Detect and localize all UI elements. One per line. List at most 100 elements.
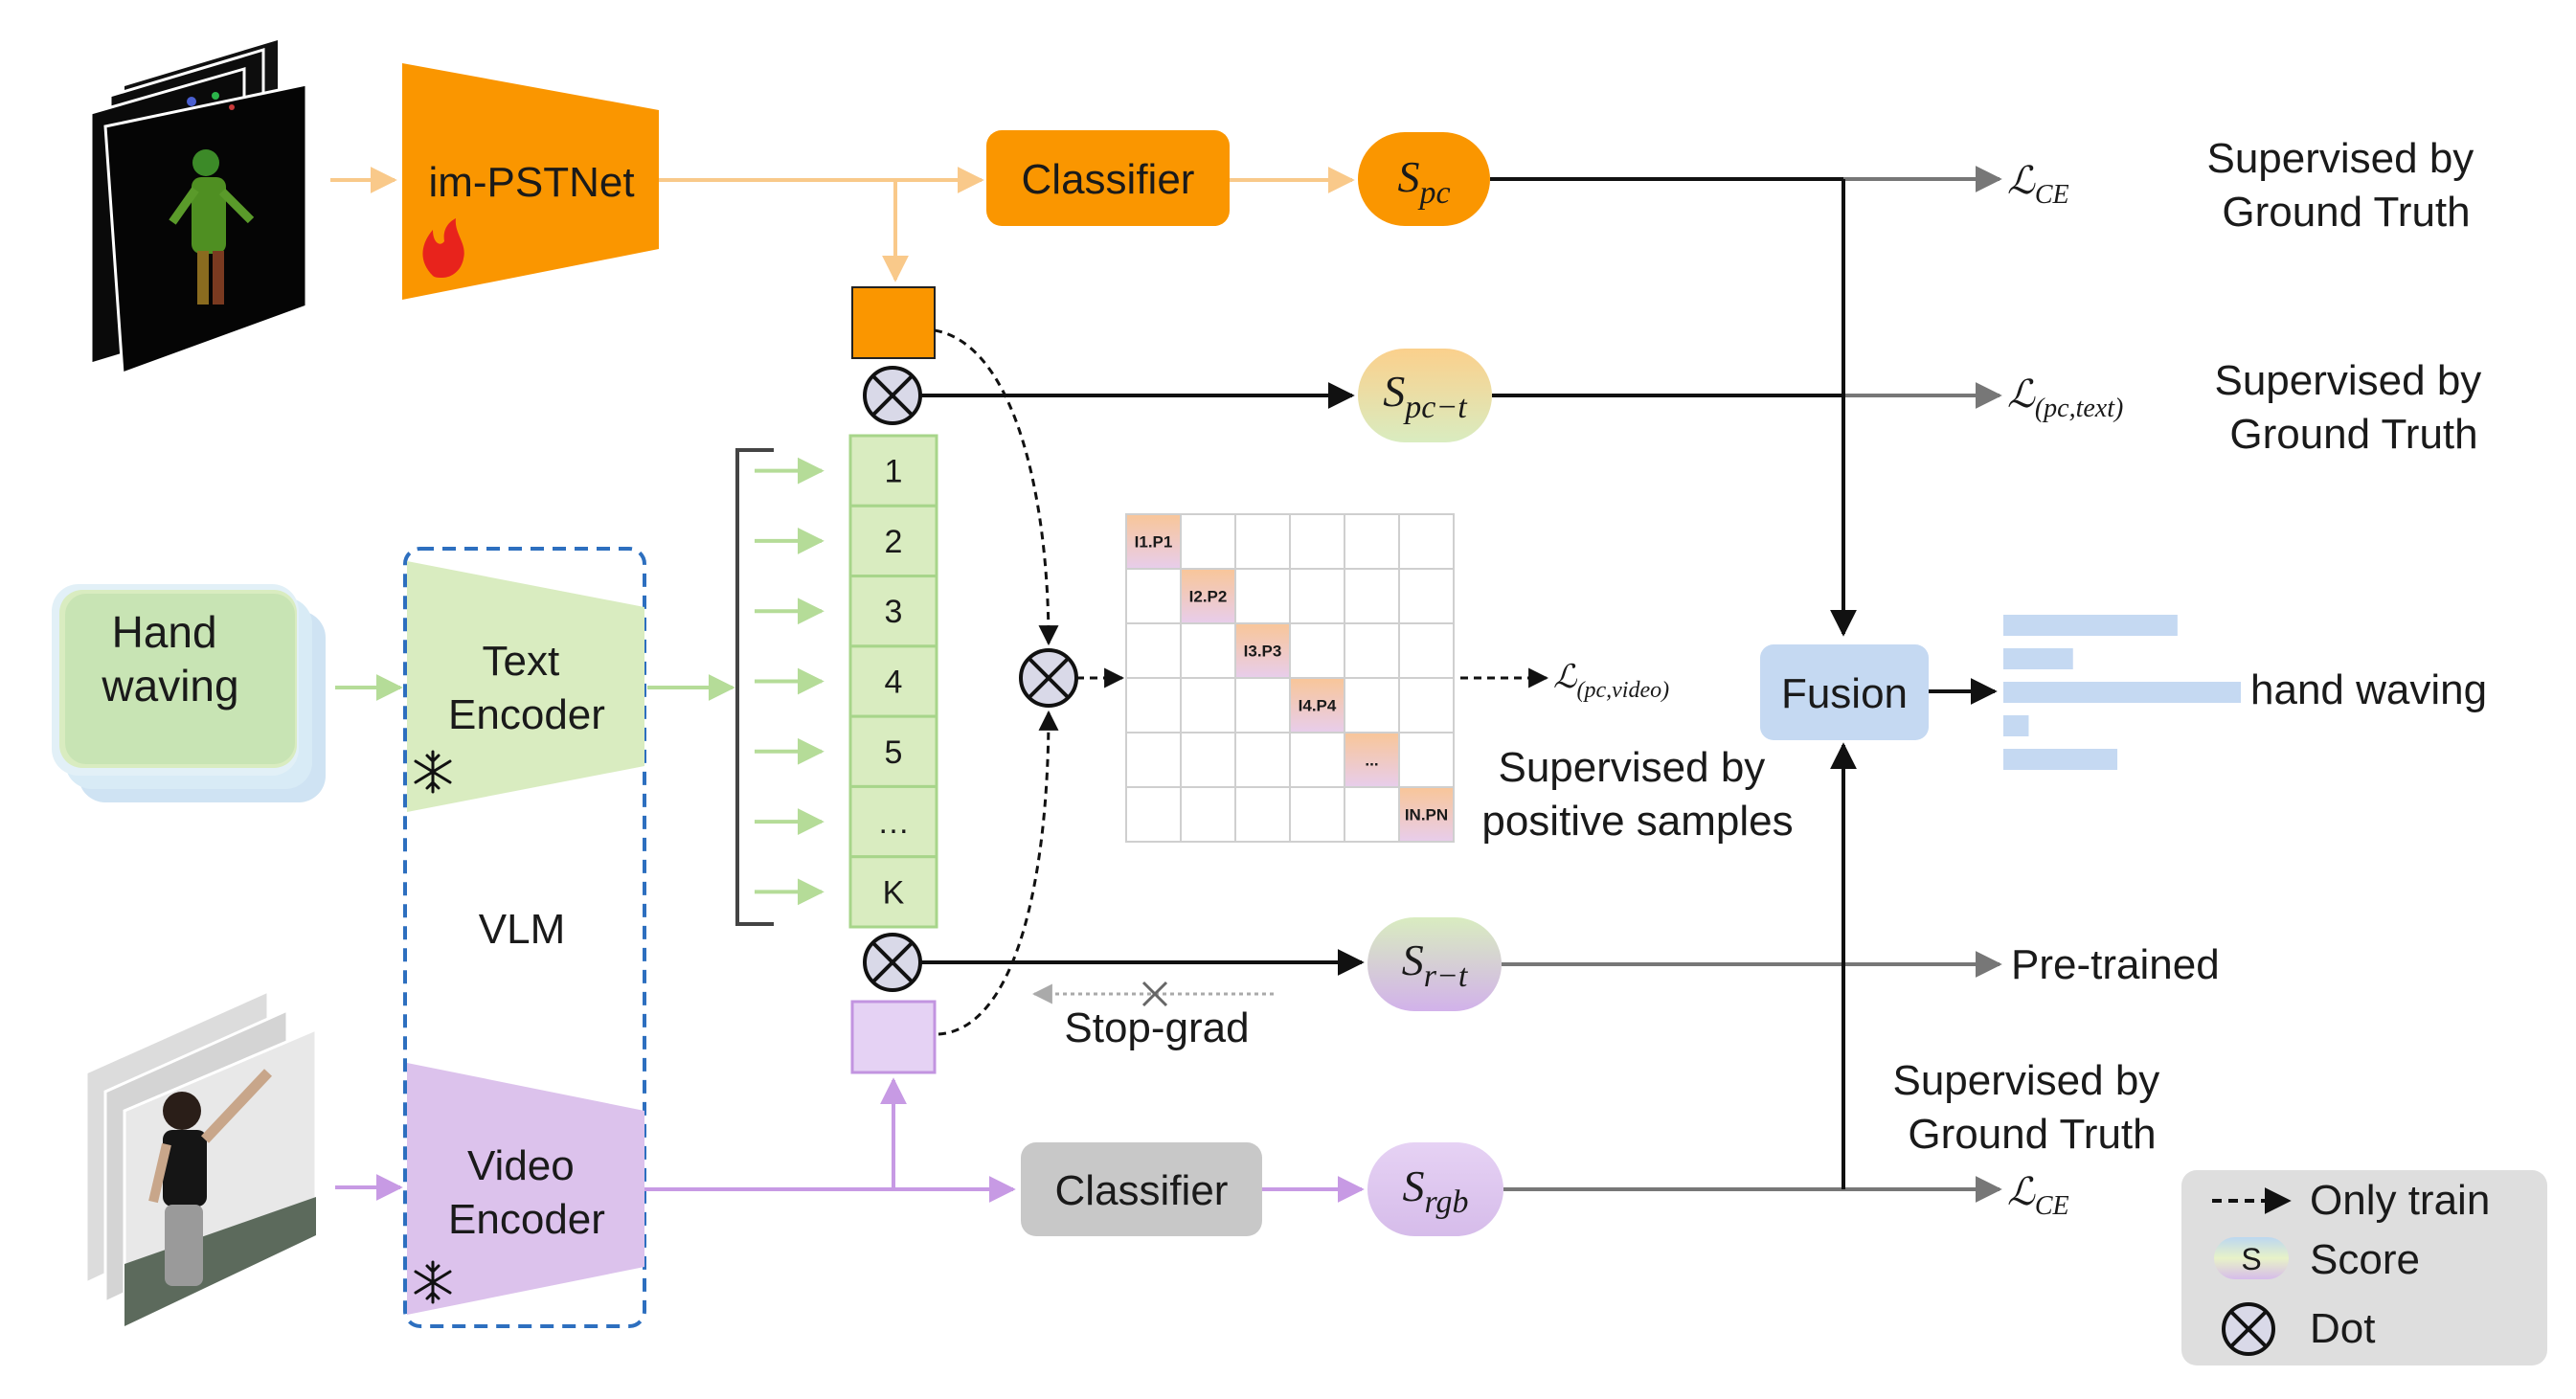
im-pstnet-encoder: im-PSTNet	[402, 63, 659, 300]
matrix-cell	[1398, 513, 1455, 570]
matrix-cell	[1289, 568, 1345, 624]
svg-text:I4.P4: I4.P4	[1299, 697, 1337, 715]
text-feature-arrows	[755, 457, 825, 906]
video-person	[148, 1069, 273, 1286]
pc-feature-box	[851, 286, 936, 359]
vlm-container: VLM	[403, 547, 646, 1328]
matrix-cell	[1234, 568, 1291, 624]
text-feature-cell: 4	[848, 644, 938, 718]
output-score-bars	[2003, 615, 2241, 770]
text-feature-label: 4	[885, 665, 903, 701]
matrix-cell	[1180, 786, 1236, 843]
text-feature-label: …	[877, 804, 910, 841]
output-bar	[2003, 615, 2178, 636]
output-bar	[2003, 682, 2241, 703]
text-feature-cell: 2	[848, 504, 938, 578]
matrix-diagonal-cell: I2.P2	[1182, 570, 1234, 622]
svg-text:...: ...	[1365, 752, 1378, 770]
score-s-r-t: Sr−t	[1367, 917, 1502, 1011]
matrix-diagonal-cell: I3.P3	[1236, 624, 1289, 677]
supervised-gt-1: Supervised by Ground Truth	[2206, 135, 2485, 236]
point-cloud-human	[169, 92, 255, 305]
text-feature-bracket	[735, 448, 774, 926]
matrix-cell	[1125, 786, 1182, 843]
point-cloud-input	[89, 40, 308, 376]
vlm-label: VLM	[479, 906, 565, 953]
rgb-classifier-label: Classifier	[1055, 1167, 1229, 1214]
stop-grad-cross-icon	[1141, 981, 1168, 1007]
matrix-cell	[1289, 513, 1345, 570]
loss-pc-video: ℒ(pc,video)	[1553, 658, 1669, 703]
svg-text:Score: Score	[2310, 1236, 2420, 1283]
matrix-cell	[1344, 568, 1400, 624]
matrix-cell	[1125, 622, 1182, 679]
legend-only-train: Only train	[2212, 1177, 2490, 1224]
matrix-cell	[1180, 732, 1236, 788]
fusion-block: Fusion	[1760, 644, 1929, 740]
text-feature-cell: …	[848, 784, 938, 859]
text-feature-label: 1	[885, 454, 903, 490]
video-feature-to-dot-dashed	[938, 710, 1059, 1036]
matrix-diagonal-cell: IN.PN	[1400, 788, 1453, 841]
rgb-classifier: Classifier	[1021, 1142, 1262, 1236]
matrix-cell	[1234, 677, 1291, 733]
matrix-cell	[1398, 732, 1455, 788]
matrix-cell	[1234, 732, 1291, 788]
pc-classifier-label: Classifier	[1022, 156, 1195, 203]
output-prediction: hand waving	[2250, 666, 2487, 713]
pc-classifier: Classifier	[986, 130, 1230, 226]
svg-text:I1.P1: I1.P1	[1135, 533, 1173, 552]
text-feature-cell: 1	[848, 434, 938, 508]
matrix-cell	[1289, 786, 1345, 843]
text-feature-label: 5	[885, 734, 903, 771]
dot-operator-pc-video	[1019, 648, 1078, 708]
text-feature-label: 3	[885, 594, 903, 630]
matrix-diagonal-cell: I4.P4	[1291, 679, 1344, 732]
loss-ce-bottom: ℒCE	[2007, 1170, 2069, 1221]
legend: Only train S Score Dot	[2181, 1170, 2547, 1365]
matrix-diagonal-cell: I1.P1	[1127, 515, 1180, 568]
output-bar	[2003, 715, 2029, 736]
svg-text:S: S	[2241, 1242, 2261, 1276]
video-input	[84, 988, 318, 1329]
matrix-cell	[1125, 677, 1182, 733]
loss-ce-top: ℒCE	[2007, 159, 2069, 210]
video-encoder-label: Video Encoder	[448, 1142, 605, 1243]
matrix-cell	[1234, 513, 1291, 570]
matrix-cell	[1398, 568, 1455, 624]
text-feature-cell: 3	[848, 575, 938, 648]
svg-text:I2.P2: I2.P2	[1189, 588, 1228, 606]
svg-text:I3.P3: I3.P3	[1244, 643, 1282, 661]
output-bar	[2003, 648, 2073, 669]
dot-operator-rgb-text	[863, 933, 922, 992]
supervised-gt-3: Supervised by Ground Truth	[1892, 1057, 2171, 1158]
text-feature-cell: 5	[848, 714, 938, 788]
matrix-cell	[1289, 622, 1345, 679]
matrix-cell	[1398, 622, 1455, 679]
snowflake-icon	[414, 750, 452, 794]
fusion-label: Fusion	[1781, 670, 1908, 717]
matrix-cell	[1289, 732, 1345, 788]
dot-operator-pc-text	[863, 366, 922, 425]
supervised-gt-2: Supervised by Ground Truth	[2214, 357, 2493, 458]
matrix-cell	[1125, 732, 1182, 788]
matrix-cell	[1398, 677, 1455, 733]
matrix-cell	[1344, 513, 1400, 570]
text-feature-label: 2	[885, 524, 903, 560]
text-encoder-label: Text Encoder	[448, 638, 605, 738]
svg-text:IN.PN: IN.PN	[1405, 806, 1448, 824]
text-feature-label: K	[883, 874, 905, 911]
matrix-cell	[1180, 513, 1236, 570]
svg-text:Srgb: Srgb	[1403, 1162, 1469, 1220]
matrix-cell	[1180, 677, 1236, 733]
legend-score: S Score	[2214, 1236, 2420, 1283]
video-feature-box	[850, 1000, 937, 1074]
im-pstnet-label: im-PSTNet	[428, 159, 634, 206]
text-encoder: Text Encoder	[407, 561, 644, 812]
fire-icon	[422, 218, 464, 278]
matrix-cell	[1125, 568, 1182, 624]
loss-pc-text: ℒ(pc,text)	[2007, 372, 2123, 423]
